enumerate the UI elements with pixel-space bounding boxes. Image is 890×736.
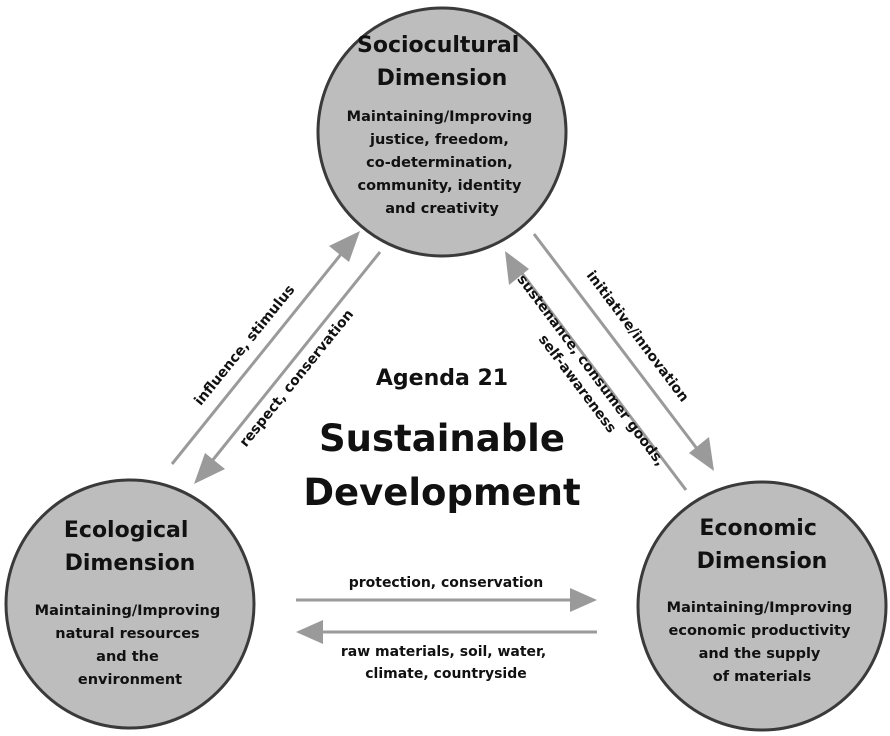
- center-title-line2: Development: [303, 471, 580, 514]
- node-sociocultural-body: Maintaining/Improving justice, freedom, …: [347, 109, 538, 217]
- node-ecological-title: Ecological Dimension: [64, 518, 196, 576]
- edge-label-raw-materials: raw materials, soil, water, climate, cou…: [341, 644, 551, 682]
- node-economic: Economic Dimension Maintaining/Improving…: [636, 480, 888, 732]
- center-subtitle: Agenda 21: [376, 366, 508, 391]
- node-ecological-body: Maintaining/Improving natural resources …: [35, 603, 226, 688]
- node-economic-body: Maintaining/Improving economic productiv…: [667, 600, 858, 685]
- center-title-line1: Sustainable: [319, 417, 565, 460]
- arrow-ecological-to-economic: [296, 588, 597, 612]
- arrow-economic-to-sociocultural: [505, 251, 688, 491]
- node-economic-title: Economic Dimension: [697, 516, 828, 574]
- arrow-sociocultural-to-ecological: [194, 251, 382, 484]
- node-sociocultural: Sociocultural Dimension Maintaining/Impr…: [316, 6, 568, 258]
- arrow-sociocultural-to-economic: [532, 233, 714, 471]
- arrow-ecological-to-sociocultural: [170, 231, 360, 465]
- arrow-economic-to-ecological: [296, 620, 597, 644]
- node-sociocultural-title: Sociocultural Dimension: [357, 33, 527, 91]
- edge-label-protection: protection, conservation: [349, 575, 544, 591]
- node-ecological: Ecological Dimension Maintaining/Improvi…: [4, 478, 256, 730]
